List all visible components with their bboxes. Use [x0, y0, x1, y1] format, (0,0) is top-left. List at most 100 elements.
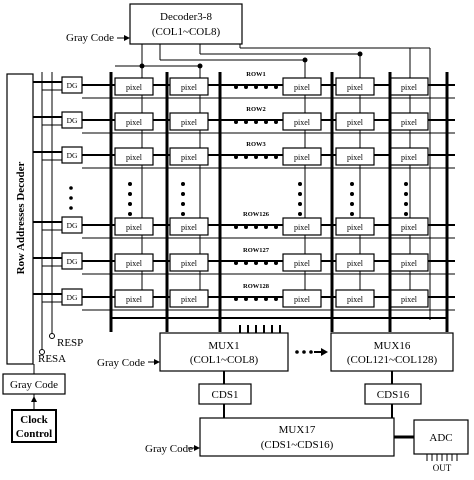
pixel-row: DG pixel pixel pixel pixel pixel ROW3 — [33, 141, 455, 169]
column-ellipsis-dot — [274, 120, 278, 124]
column-ellipsis-dot — [264, 225, 268, 229]
pixel-label: pixel — [126, 118, 143, 127]
pixel-cell — [282, 112, 322, 131]
column-ellipsis-dot — [274, 225, 278, 229]
adc-output-pins — [426, 454, 458, 461]
clock-control-box — [11, 409, 57, 443]
column-ellipsis-dot — [274, 155, 278, 159]
pixel-label: pixel — [181, 153, 198, 162]
pixel-label: pixel — [401, 259, 418, 268]
column-ellipsis-dot — [244, 225, 248, 229]
row-address-decoder-label: Row Addresses Decoder — [15, 161, 27, 274]
column-ellipsis-dot — [254, 85, 258, 89]
dg-label: DG — [67, 116, 78, 125]
pixel-cell — [282, 289, 322, 308]
pixel-label: pixel — [181, 83, 198, 92]
mux1-input-arrow — [154, 359, 160, 365]
mux1-subtitle: (COL1~COL8) — [190, 354, 259, 366]
column-ellipsis-dot — [234, 297, 238, 301]
decoder-title: Decoder3-8 — [160, 11, 212, 23]
row-label: ROW1 — [246, 71, 266, 78]
pixel-label: pixel — [347, 153, 364, 162]
resa-label: RESA — [38, 353, 66, 365]
pixel-label: pixel — [401, 223, 418, 232]
column-ellipsis-dot — [244, 297, 248, 301]
pixel-label: pixel — [347, 259, 364, 268]
clock-control-line1: Clock — [20, 414, 48, 426]
mux1-pins — [239, 325, 281, 333]
pixel-cell — [169, 253, 209, 272]
pixel-cell — [169, 77, 209, 96]
pixel-label: pixel — [126, 153, 143, 162]
decoder-input-arrow — [124, 35, 130, 41]
pixel-cell — [114, 253, 154, 272]
dg-label: DG — [67, 81, 78, 90]
pixel-label: pixel — [401, 153, 418, 162]
pixel-label: pixel — [347, 83, 364, 92]
pixel-label: pixel — [181, 259, 198, 268]
column-ellipsis-dot — [264, 155, 268, 159]
mux17-input-arrow — [194, 445, 200, 451]
column-ellipsis-dot — [234, 225, 238, 229]
row-address-decoder-box — [6, 73, 34, 365]
pixel-label: pixel — [347, 118, 364, 127]
pixel-cell — [335, 217, 375, 236]
pixel-cell — [169, 289, 209, 308]
pixel-label: pixel — [294, 153, 311, 162]
pixel-cell — [282, 147, 322, 166]
pixel-label: pixel — [126, 223, 143, 232]
column-ellipsis-dot — [254, 120, 258, 124]
pixel-cell — [114, 289, 154, 308]
pixel-cell — [114, 217, 154, 236]
cds1-label: CDS1 — [212, 389, 239, 401]
column-ellipsis-dot — [244, 85, 248, 89]
row-ellipsis — [69, 182, 408, 216]
column-ellipsis-dot — [264, 297, 268, 301]
resp-label: RESP — [57, 337, 83, 349]
column-ellipsis-dot — [264, 261, 268, 265]
column-ellipsis-dot — [254, 261, 258, 265]
dg-label: DG — [67, 293, 78, 302]
pixel-label: pixel — [294, 118, 311, 127]
column-ellipsis-dot — [254, 225, 258, 229]
decoder-subtitle: (COL1~COL8) — [152, 26, 221, 38]
pixel-label: pixel — [294, 83, 311, 92]
pixel-cell — [114, 147, 154, 166]
row-label: ROW128 — [243, 283, 270, 290]
column-ellipsis-dot — [254, 297, 258, 301]
mux-ellipsis — [295, 348, 328, 356]
dg-label: DG — [67, 221, 78, 230]
row-label: ROW2 — [246, 106, 266, 113]
pixel-cell — [282, 217, 322, 236]
pixel-cell — [169, 147, 209, 166]
column-ellipsis-dot — [244, 261, 248, 265]
pixel-cell — [282, 253, 322, 272]
clock-control-line2: Control — [16, 428, 52, 440]
pixel-label: pixel — [181, 118, 198, 127]
pixel-label: pixel — [181, 223, 198, 232]
pixel-cell — [335, 112, 375, 131]
pixel-label: pixel — [294, 259, 311, 268]
mux1-box — [159, 332, 289, 372]
resa-terminal — [39, 349, 45, 355]
dg-label: DG — [67, 257, 78, 266]
pixel-label: pixel — [181, 295, 198, 304]
pixel-cell — [335, 77, 375, 96]
decoder-3-8-box — [129, 3, 243, 45]
gray-code-box-label: Gray Code — [10, 379, 58, 391]
pixel-cell — [335, 147, 375, 166]
column-ellipsis-dot — [264, 85, 268, 89]
mux16-subtitle: (COL121~COL128) — [347, 354, 438, 366]
mux17-title: MUX17 — [279, 424, 316, 436]
row-label: ROW3 — [246, 141, 266, 148]
pixel-label: pixel — [126, 83, 143, 92]
mux1-title: MUX1 — [208, 340, 239, 352]
pixel-label: pixel — [126, 259, 143, 268]
dg-label: DG — [67, 151, 78, 160]
pixel-label: pixel — [294, 295, 311, 304]
